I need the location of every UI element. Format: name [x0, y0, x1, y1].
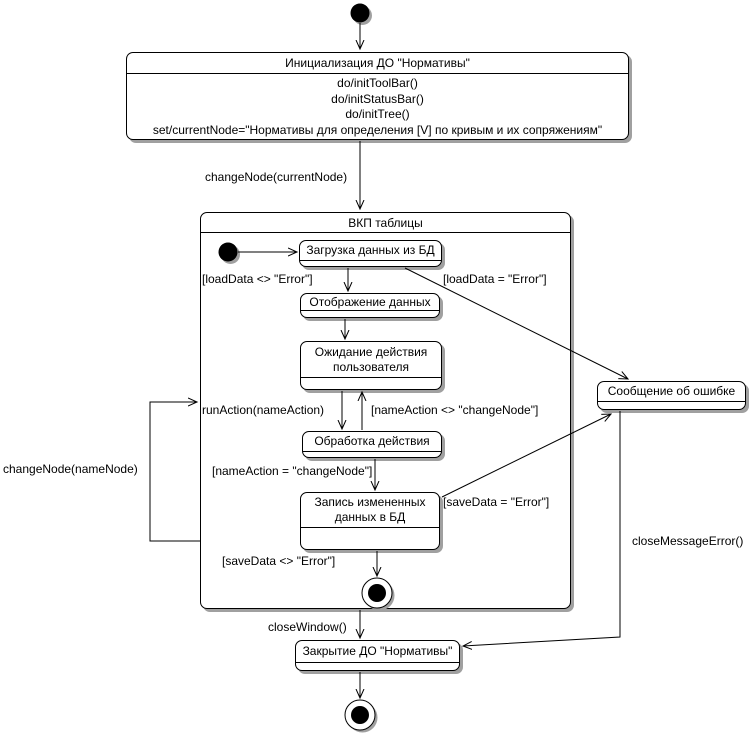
state-init: Инициализация ДО "Нормативы" do/initTool… — [126, 52, 629, 140]
state-init-actions: do/initToolBar() do/initStatusBar() do/i… — [127, 74, 628, 139]
state-vkp-title: ВКП таблицы — [201, 213, 570, 233]
label-save-error: [saveData = "Error"] — [443, 495, 550, 509]
state-init-action-2: do/initStatusBar() — [331, 91, 424, 106]
initial-node-shadow — [353, 6, 372, 25]
state-init-action-3: do/initTree() — [345, 107, 410, 122]
state-wait-user-title: Ожидание действия пользователя — [314, 344, 428, 374]
state-process-action-title: Обработка действия — [314, 434, 430, 448]
state-load-data-title: Загрузка данных из БД — [306, 243, 435, 257]
state-load-data-compartment — [300, 260, 441, 266]
final-node-shadow — [347, 702, 378, 733]
state-process-action-compartment — [303, 451, 441, 457]
final-node-inner — [351, 706, 369, 724]
state-close-title: Закрытие ДО "Нормативы" — [302, 644, 453, 658]
label-close-window: closeWindow() — [268, 620, 347, 634]
state-error-message: Сообщение об ошибке — [597, 381, 746, 410]
label-run-action: runAction(nameAction) — [202, 403, 325, 417]
label-close-message-error: closeMessageError() — [632, 534, 744, 548]
state-load-data: Загрузка данных из БД — [299, 240, 442, 267]
initial-node — [350, 3, 370, 23]
transition-vkp-self-change-node — [149, 402, 200, 542]
state-save-data-compartment — [301, 527, 439, 549]
state-wait-user-compartment — [301, 377, 441, 389]
state-init-action-4: set/currentNode="Нормативы для определен… — [152, 123, 603, 138]
label-load-error: [loadData = "Error"] — [443, 272, 547, 286]
label-change-node-current: changeNode(currentNode) — [205, 170, 348, 184]
state-error-message-title: Сообщение об ошибке — [607, 384, 736, 398]
state-init-action-1: do/initToolBar() — [337, 75, 418, 90]
label-load-ok: [loadData <> "Error"] — [202, 272, 313, 286]
final-node-outer — [344, 699, 376, 731]
state-display-data: Отображение данных — [300, 293, 440, 318]
state-init-title: Инициализация ДО "Нормативы" — [127, 53, 628, 74]
state-display-data-title: Отображение данных — [309, 294, 431, 309]
label-name-action-equal: [nameAction = "changeNode"] — [212, 464, 373, 478]
state-display-data-compartment — [301, 310, 439, 317]
state-process-action: Обработка действия — [302, 431, 442, 458]
state-close: Закрытие ДО "Нормативы" — [295, 640, 460, 671]
state-save-data: Запись измененных данных в БД — [300, 492, 440, 550]
state-close-compartment — [296, 662, 459, 670]
label-change-node-name: changeNode(nameNode) — [3, 462, 138, 476]
state-error-message-compartment — [598, 401, 745, 409]
state-save-data-title: Запись измененных данных в БД — [314, 495, 426, 524]
label-name-action-not-equal: [nameAction <> "changeNode"] — [371, 403, 539, 417]
label-save-ok: [saveData <> "Error"] — [222, 554, 336, 568]
state-wait-user: Ожидание действия пользователя — [300, 341, 442, 390]
